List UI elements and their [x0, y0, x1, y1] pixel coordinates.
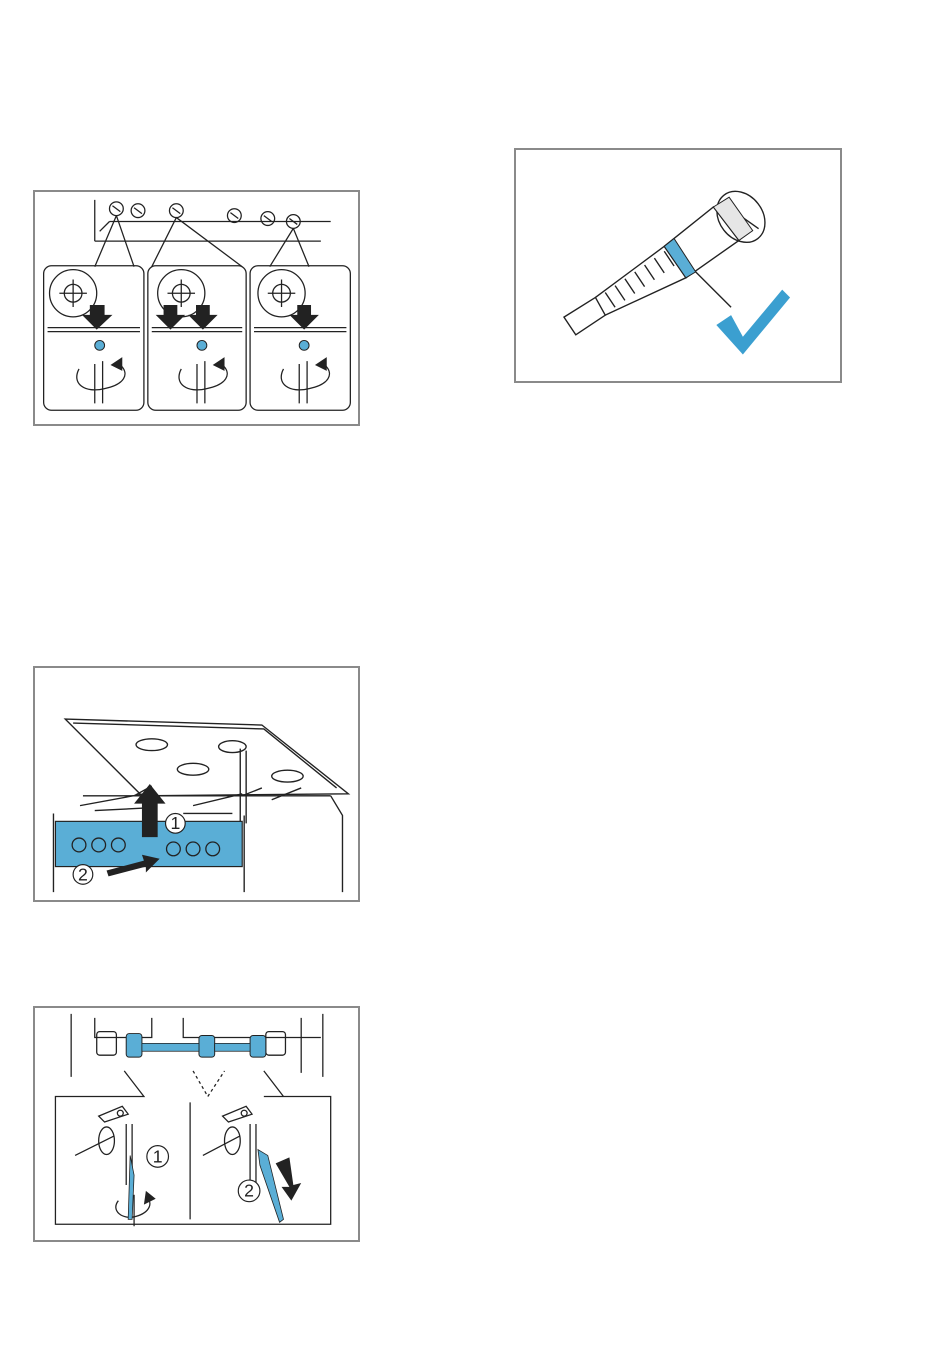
figure-screw-adjustment: [33, 190, 360, 426]
callout-1: 1: [170, 813, 180, 833]
callout-1: 1: [153, 1146, 163, 1166]
figure-injector-check: [514, 148, 842, 383]
arrow-down-icon: [276, 1157, 302, 1200]
injector-illustration: [516, 150, 840, 381]
callout-2: 2: [78, 864, 88, 884]
callout-2: 2: [244, 1181, 254, 1201]
hob-lift-illustration: 1 2: [35, 668, 358, 900]
knob-icon: [110, 202, 301, 229]
figure-hob-lift: 1 2: [33, 666, 360, 902]
thermocouple-illustration: 1 2: [35, 1008, 358, 1240]
checkmark-icon: [716, 290, 790, 355]
figure-thermocouple-removal: 1 2: [33, 1006, 360, 1242]
screw-adjustment-illustration: [35, 192, 358, 424]
